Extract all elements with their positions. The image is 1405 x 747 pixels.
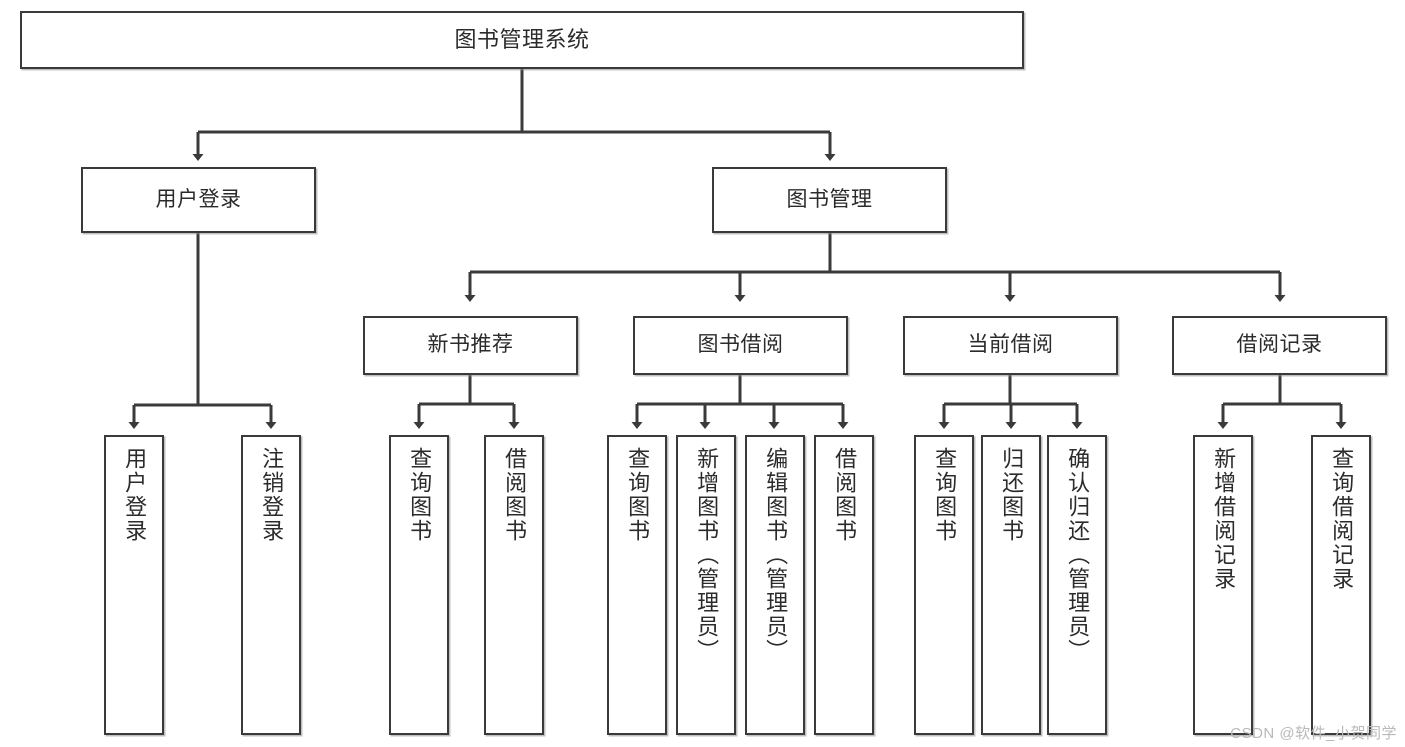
leaf-new-book-query[interactable]: 查询图书 [389,435,449,735]
leaf-new-book-borrow[interactable]: 借阅图书 [484,435,544,735]
node-book-management[interactable]: 图书管理 [712,167,947,233]
node-label: 当前借阅 [967,333,1054,357]
leaf-current-return-book[interactable]: 归还图书 [981,435,1041,735]
node-label: 借阅记录 [1236,333,1323,357]
node-label: 注销登录 [259,447,285,543]
node-current-borrow[interactable]: 当前借阅 [903,316,1118,375]
leaf-current-query-book[interactable]: 查询图书 [914,435,974,735]
node-label: 图书管理 [786,187,873,211]
node-new-book-recommend[interactable]: 新书推荐 [363,316,578,375]
leaf-user-login[interactable]: 用户登录 [104,435,164,735]
node-label: 借阅图书 [502,447,528,543]
node-label: 查询图书 [932,447,958,543]
node-label: 查询图书 [625,447,651,543]
node-label: 查询图书 [407,447,433,543]
leaf-current-confirm-return[interactable]: 确认归还（管理员） [1047,435,1107,735]
node-label: 确认归还（管理员） [1065,447,1091,663]
node-label: 编辑图书（管理员） [763,447,789,663]
node-book-borrow[interactable]: 图书借阅 [633,316,848,375]
node-label: 用户登录 [155,187,242,211]
node-borrow-record[interactable]: 借阅记录 [1172,316,1387,375]
leaf-borrow-edit-book[interactable]: 编辑图书（管理员） [745,435,805,735]
node-label: 新增借阅记录 [1211,447,1237,591]
node-label: 借阅图书 [832,447,858,543]
leaf-record-query[interactable]: 查询借阅记录 [1311,435,1371,735]
leaf-record-add[interactable]: 新增借阅记录 [1193,435,1253,735]
leaf-borrow-add-book[interactable]: 新增图书（管理员） [676,435,736,735]
leaf-logout[interactable]: 注销登录 [241,435,301,735]
node-label: 图书借阅 [697,333,784,357]
node-root-system[interactable]: 图书管理系统 [20,11,1024,69]
node-label: 图书管理系统 [454,27,590,53]
leaf-borrow-borrow-book[interactable]: 借阅图书 [814,435,874,735]
node-label: 新增图书（管理员） [694,447,720,663]
node-label: 新书推荐 [427,333,514,357]
node-label: 查询借阅记录 [1329,447,1355,591]
leaf-borrow-query-book[interactable]: 查询图书 [607,435,667,735]
watermark-text: CSDN @软件_小贺同学 [1230,725,1397,742]
node-user-login[interactable]: 用户登录 [81,167,316,233]
node-label: 用户登录 [122,447,148,543]
node-label: 归还图书 [999,447,1025,543]
